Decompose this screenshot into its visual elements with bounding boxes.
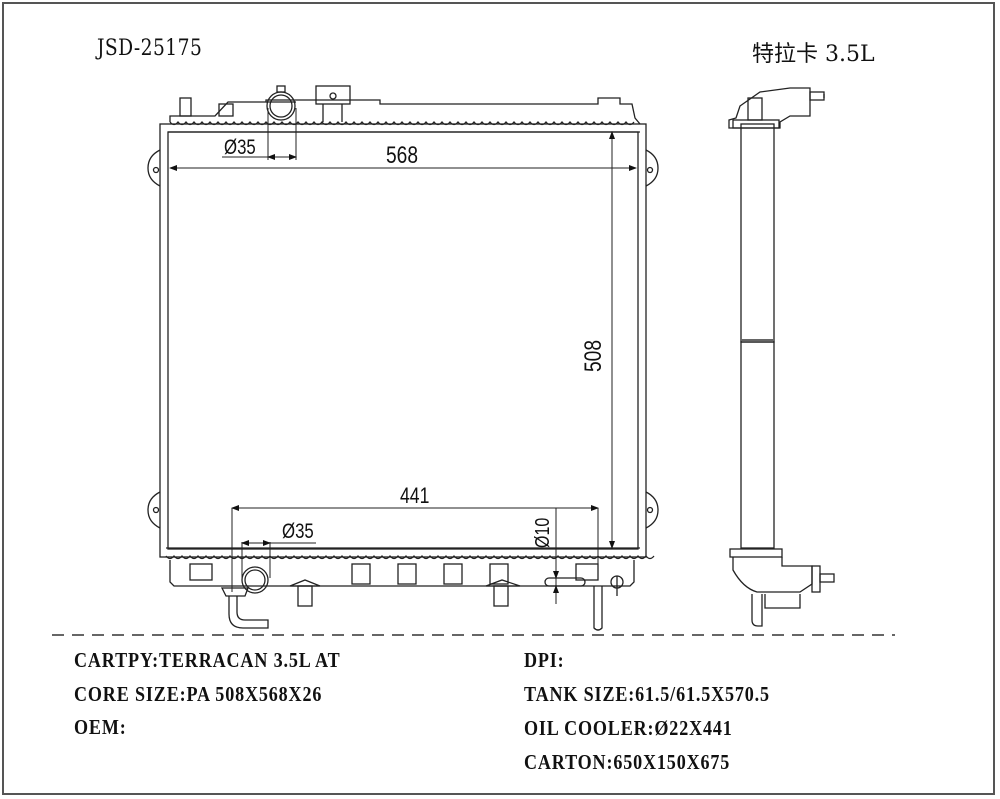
spec-dpi: DPI: (524, 648, 565, 673)
spec-label: CORE SIZE: (74, 682, 187, 706)
radiator-side-view (728, 87, 835, 627)
spec-carton: CARTON:650X150X675 (524, 750, 730, 775)
spec-value: TERRACAN 3.5L AT (158, 648, 341, 672)
spec-label: CARTPY: (74, 648, 159, 672)
dim-oil-cooler-length: 441 (400, 483, 430, 508)
spec-label: OEM: (74, 715, 127, 739)
radiator-front-view (147, 85, 659, 631)
spec-value: Ø22X441 (654, 716, 733, 740)
spec-label: OIL COOLER: (524, 716, 655, 740)
model-title: 特拉卡 3.5L (752, 42, 875, 67)
dimension-lines (169, 108, 637, 604)
spec-label: TANK SIZE: (524, 682, 636, 706)
dim-top-inlet-diameter: Ø35 (224, 136, 256, 159)
spec-value: 650X150X675 (613, 750, 731, 774)
dim-width: 568 (386, 142, 419, 169)
spec-oil-cooler: OIL COOLER:Ø22X441 (524, 716, 733, 741)
part-number: JSD-25175 (97, 36, 203, 61)
spec-oem: OEM: (74, 715, 127, 740)
dim-height: 508 (580, 339, 607, 372)
spec-core-size: CORE SIZE:PA 508X568X26 (74, 682, 322, 707)
dim-oil-fitting-diameter: Ø10 (532, 517, 554, 548)
spec-value: 61.5/61.5X570.5 (635, 682, 770, 706)
spec-tank-size: TANK SIZE:61.5/61.5X570.5 (524, 682, 770, 707)
dim-bottom-outlet-diameter: Ø35 (282, 520, 314, 543)
spec-label: DPI: (524, 648, 565, 672)
spec-cartpy: CARTPY:TERRACAN 3.5L AT (74, 648, 341, 673)
spec-label: CARTON: (524, 750, 614, 774)
spec-value: PA 508X568X26 (186, 682, 323, 706)
